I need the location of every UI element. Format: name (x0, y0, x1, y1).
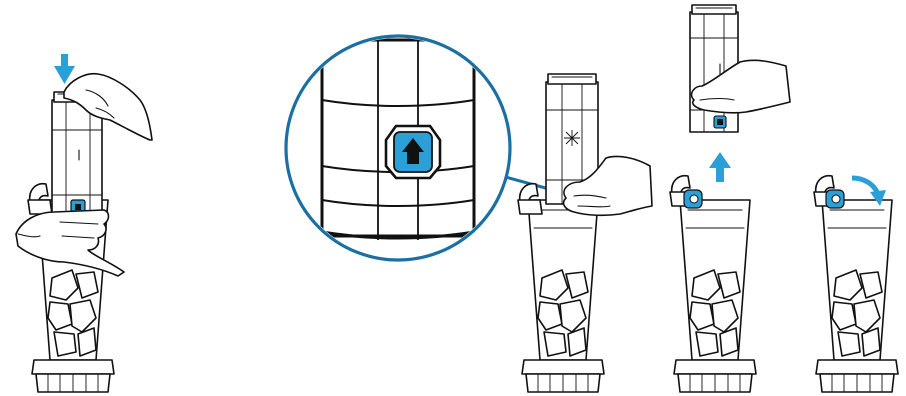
ice-bottle (673, 199, 757, 393)
device-cylinder (545, 73, 599, 205)
callout-detail (320, 38, 476, 240)
ice-bottle (521, 199, 605, 393)
arrow-up-icon (709, 152, 731, 182)
blue-cap (825, 189, 845, 209)
hand-pressing-button (562, 155, 653, 217)
curved-arrow-right-icon (851, 175, 886, 206)
hand-gripping (15, 209, 125, 277)
blue-cap (683, 189, 703, 209)
step-1-press-illustration (15, 54, 153, 393)
house-arrow-up-icon (402, 138, 424, 164)
step-3-lift-illustration (669, 4, 791, 393)
ice-bottle (815, 199, 899, 393)
step-2-button-illustration (517, 73, 653, 393)
hand-holding (690, 59, 791, 114)
arrow-down-icon (54, 54, 75, 84)
hand-pressing (63, 72, 153, 141)
step-4-rotate-illustration (813, 174, 899, 393)
zoom-callout (284, 34, 561, 262)
